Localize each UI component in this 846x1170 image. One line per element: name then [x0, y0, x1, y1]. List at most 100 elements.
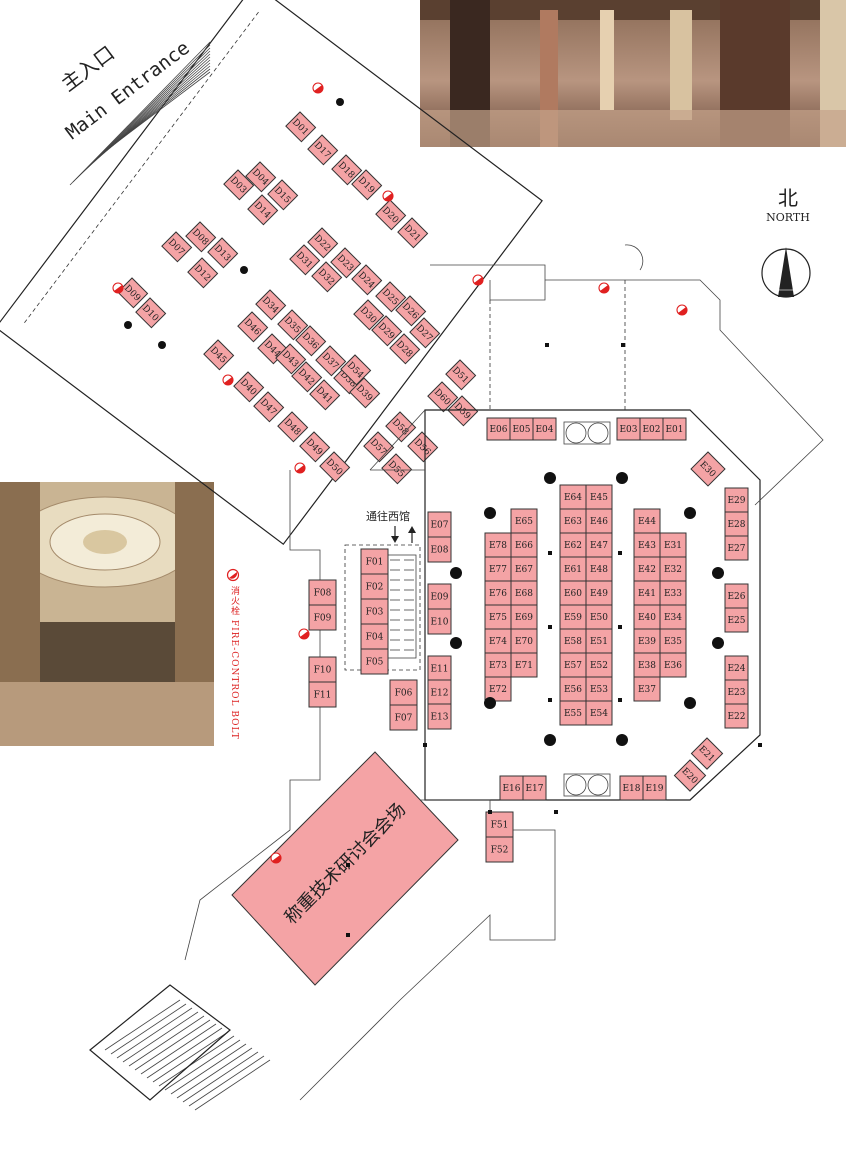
booth-d46[interactable]: D46	[237, 311, 269, 343]
booth-e59[interactable]: E59	[559, 604, 587, 630]
booth-e48[interactable]: E48	[585, 556, 613, 582]
booth-d07[interactable]: D07	[161, 231, 193, 263]
booth-f03[interactable]: F03	[360, 598, 389, 625]
booth-d13[interactable]: D13	[207, 237, 239, 269]
booth-d17[interactable]: D17	[307, 134, 339, 166]
booth-e04[interactable]: E04	[532, 417, 557, 441]
booth-e65[interactable]: E65	[510, 508, 538, 534]
booth-d24[interactable]: D24	[351, 264, 383, 296]
booth-e73[interactable]: E73	[484, 652, 512, 678]
booth-d23[interactable]: D23	[330, 247, 362, 279]
booth-e06[interactable]: E06	[486, 417, 511, 441]
booth-e54[interactable]: E54	[585, 700, 613, 726]
booth-e22[interactable]: E22	[724, 703, 749, 729]
booth-d14[interactable]: D14	[247, 194, 279, 226]
booth-e31[interactable]: E31	[659, 532, 687, 558]
booth-d57[interactable]: D57	[363, 431, 395, 463]
booth-e03[interactable]: E03	[616, 417, 641, 441]
booth-e78[interactable]: E78	[484, 532, 512, 558]
booth-e60[interactable]: E60	[559, 580, 587, 606]
booth-e07[interactable]: E07	[427, 511, 452, 538]
booth-e42[interactable]: E42	[633, 556, 661, 582]
booth-d43[interactable]: D43	[275, 343, 307, 375]
booth-e74[interactable]: E74	[484, 628, 512, 654]
booth-e49[interactable]: E49	[585, 580, 613, 606]
booth-d40[interactable]: D40	[233, 371, 265, 403]
booth-e38[interactable]: E38	[633, 652, 661, 678]
booth-e16[interactable]: E16	[499, 775, 524, 801]
booth-e02[interactable]: E02	[639, 417, 664, 441]
booth-e53[interactable]: E53	[585, 676, 613, 702]
booth-e30[interactable]: E30	[690, 451, 726, 487]
booth-e67[interactable]: E67	[510, 556, 538, 582]
booth-f05[interactable]: F05	[360, 648, 389, 675]
booth-d35[interactable]: D35	[277, 309, 309, 341]
booth-e75[interactable]: E75	[484, 604, 512, 630]
booth-d51[interactable]: D51	[445, 359, 477, 391]
booth-e23[interactable]: E23	[724, 679, 749, 705]
booth-e25[interactable]: E25	[724, 607, 749, 633]
booth-e47[interactable]: E47	[585, 532, 613, 558]
booth-e71[interactable]: E71	[510, 652, 538, 678]
booth-d48[interactable]: D48	[277, 411, 309, 443]
booth-d22[interactable]: D22	[307, 227, 339, 259]
booth-e64[interactable]: E64	[559, 484, 587, 510]
booth-e32[interactable]: E32	[659, 556, 687, 582]
booth-e18[interactable]: E18	[619, 775, 644, 801]
booth-d55[interactable]: D55	[381, 453, 413, 485]
booth-d10[interactable]: D10	[135, 297, 167, 329]
booth-d56[interactable]: D56	[407, 431, 439, 463]
booth-d36[interactable]: D36	[295, 325, 327, 357]
booth-f04[interactable]: F04	[360, 623, 389, 650]
booth-d41[interactable]: D41	[309, 379, 341, 411]
booth-d31[interactable]: D31	[289, 244, 321, 276]
booth-e36[interactable]: E36	[659, 652, 687, 678]
booth-d34[interactable]: D34	[255, 289, 287, 321]
booth-e19[interactable]: E19	[642, 775, 667, 801]
booth-e17[interactable]: E17	[522, 775, 547, 801]
booth-f09[interactable]: F09	[308, 604, 337, 631]
booth-e62[interactable]: E62	[559, 532, 587, 558]
booth-d15[interactable]: D15	[267, 179, 299, 211]
booth-e57[interactable]: E57	[559, 652, 587, 678]
booth-e55[interactable]: E55	[559, 700, 587, 726]
booth-e40[interactable]: E40	[633, 604, 661, 630]
booth-d08[interactable]: D08	[185, 221, 217, 253]
booth-d30[interactable]: D30	[353, 299, 385, 331]
booth-d47[interactable]: D47	[253, 391, 285, 423]
booth-e52[interactable]: E52	[585, 652, 613, 678]
booth-e51[interactable]: E51	[585, 628, 613, 654]
booth-d21[interactable]: D21	[397, 217, 429, 249]
booth-d37[interactable]: D37	[315, 345, 347, 377]
booth-d59[interactable]: D59	[447, 395, 479, 427]
booth-e39[interactable]: E39	[633, 628, 661, 654]
booth-d27[interactable]: D27	[409, 317, 441, 349]
booth-d03[interactable]: D03	[223, 169, 255, 201]
booth-d45[interactable]: D45	[203, 339, 235, 371]
booth-d39[interactable]: D39	[349, 377, 381, 409]
booth-e34[interactable]: E34	[659, 604, 687, 630]
booth-d32[interactable]: D32	[311, 261, 343, 293]
booth-e11[interactable]: E11	[427, 655, 452, 682]
booth-f07[interactable]: F07	[389, 704, 418, 731]
booth-d28[interactable]: D28	[389, 333, 421, 365]
booth-e20[interactable]: E20	[673, 759, 707, 792]
booth-e41[interactable]: E41	[633, 580, 661, 606]
booth-e76[interactable]: E76	[484, 580, 512, 606]
booth-f08[interactable]: F08	[308, 579, 337, 606]
booth-d42[interactable]: D42	[291, 361, 323, 393]
booth-e56[interactable]: E56	[559, 676, 587, 702]
booth-e09[interactable]: E09	[427, 583, 452, 610]
booth-d25[interactable]: D25	[375, 281, 407, 313]
booth-e12[interactable]: E12	[427, 679, 452, 706]
booth-f51[interactable]: F51	[485, 811, 514, 838]
booth-e33[interactable]: E33	[659, 580, 687, 606]
booth-d12[interactable]: D12	[187, 257, 219, 289]
booth-d04[interactable]: D04	[245, 161, 277, 193]
booth-e10[interactable]: E10	[427, 608, 452, 635]
booth-d50[interactable]: D50	[319, 451, 351, 483]
booth-d26[interactable]: D26	[395, 295, 427, 327]
booth-e66[interactable]: E66	[510, 532, 538, 558]
booth-d09[interactable]: D09	[117, 277, 149, 309]
booth-f11[interactable]: F11	[308, 681, 337, 708]
